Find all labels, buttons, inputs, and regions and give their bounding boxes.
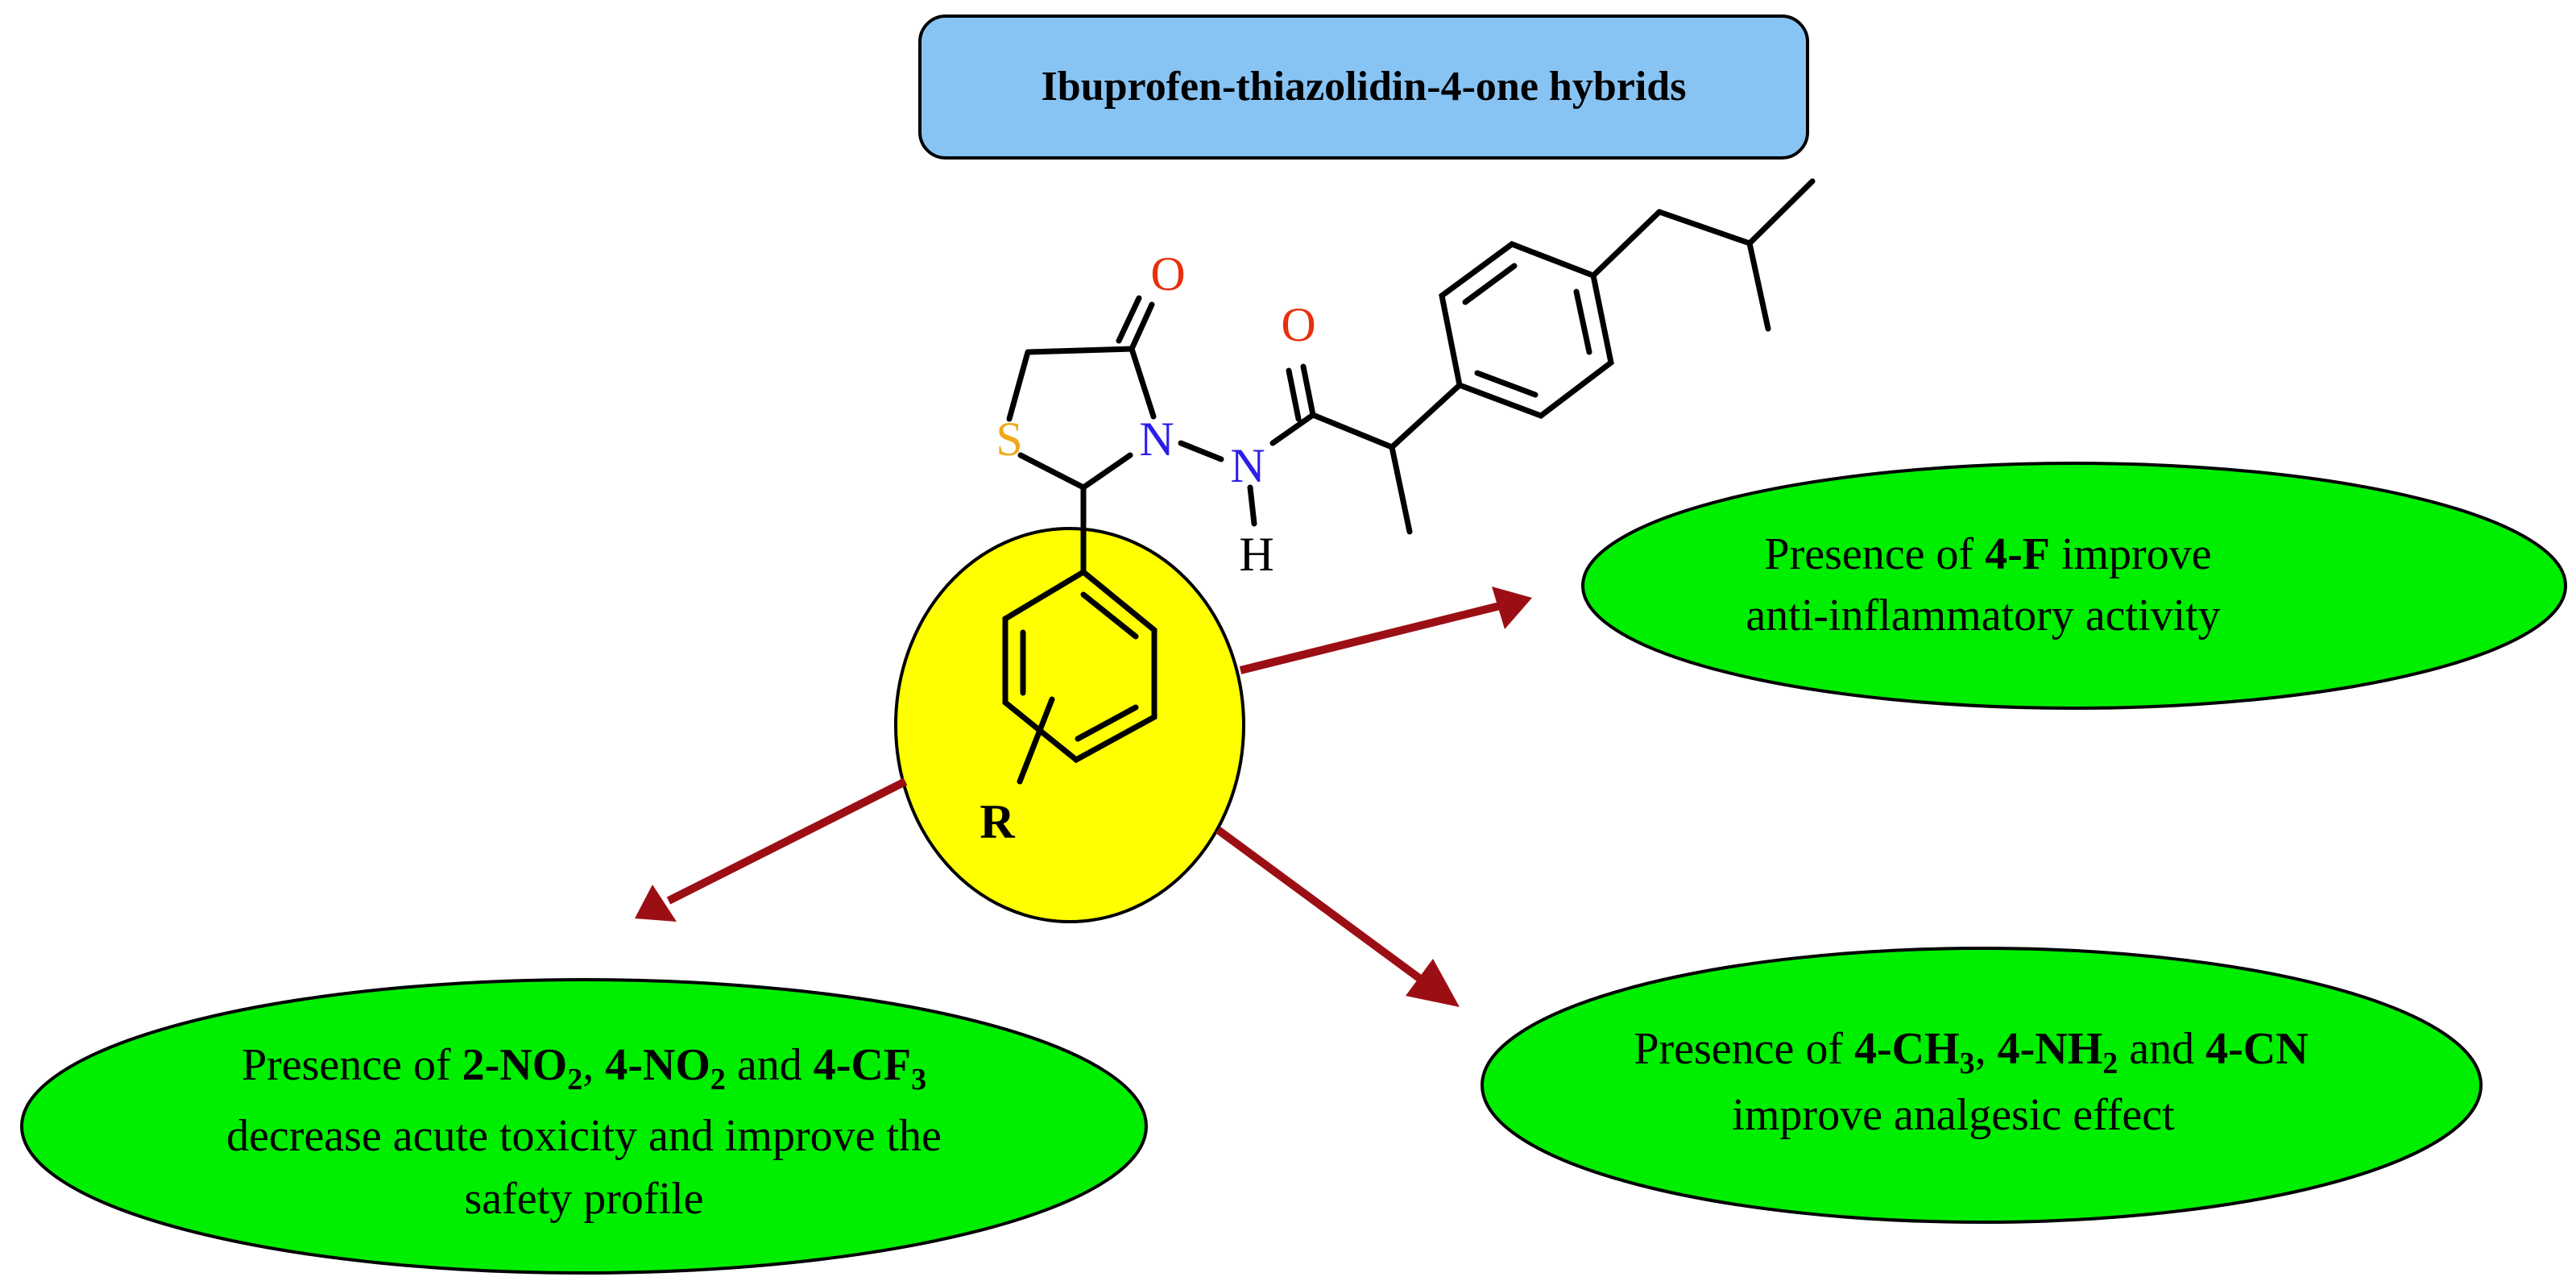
oxygen-label: O (1150, 247, 1185, 301)
ellipse-anti-inflammatory: Presence of 4-F improve anti-inflammator… (1581, 462, 2567, 710)
text-span-bold: 4-CH (1854, 1024, 1960, 1074)
title-box: Ibuprofen-thiazolidin-4-one hybrids (918, 15, 1809, 160)
hydrogen-label: H (1239, 528, 1274, 581)
bond (1656, 209, 1753, 247)
bond-inner (1573, 288, 1592, 355)
text-span-bold: 4-CF (814, 1040, 911, 1090)
text-subscript: 2 (567, 1063, 582, 1097)
ellipse-line-1: Presence of 4-CH3, 4-NH2 and 4-CN (1634, 1024, 2308, 1080)
ellipse-line-1: Presence of 2-NO2, 4-NO2 and 4-CF3 (242, 1040, 926, 1097)
ellipse-shape (1481, 947, 2483, 1224)
nitrogen-label: N (1139, 412, 1174, 466)
oxygen-label: O (1281, 298, 1315, 351)
text-span-bold: 4-NH (1998, 1024, 2103, 1074)
text-span-bold: 4-NO (605, 1040, 710, 1090)
arrow-shaft (1239, 602, 1501, 674)
text-span: and (2118, 1024, 2205, 1074)
r-group-label: R (979, 795, 1015, 848)
highlight-circle (894, 527, 1245, 923)
text-span: , (1975, 1024, 1998, 1074)
text-span: improve (2050, 529, 2212, 579)
ellipse-line-2: anti-inflammatory activity (1746, 591, 2220, 640)
text-span: Presence of (242, 1040, 462, 1090)
sulfur-label: S (996, 412, 1022, 466)
ellipse-line-1: Presence of 4-F improve (1764, 529, 2211, 579)
text-subscript: 2 (2102, 1047, 2118, 1080)
bond (1389, 444, 1413, 535)
bond-inner (1080, 591, 1139, 640)
title-text: Ibuprofen-thiazolidin-4-one hybrids (1042, 64, 1687, 110)
text-subscript: 2 (710, 1063, 726, 1097)
arrow-head (1406, 959, 1460, 1007)
bond-inner (1462, 263, 1518, 305)
ellipse-line-3: safety profile (465, 1174, 704, 1224)
arrow-shaft (1216, 826, 1428, 987)
arrow-head (635, 885, 677, 922)
bond-inner (1474, 370, 1539, 398)
bond (1746, 178, 1816, 247)
ellipse-toxicity: Presence of 2-NO2, 4-NO2 and 4-CF3 decre… (20, 978, 1148, 1275)
bond (1017, 696, 1055, 785)
bond (1178, 440, 1224, 462)
bond (1590, 209, 1663, 279)
nitrogen-label: N (1230, 439, 1265, 492)
bond (1247, 484, 1257, 527)
bond (1080, 452, 1133, 491)
bond (1129, 301, 1155, 352)
text-subscript: 3 (911, 1063, 926, 1097)
bond (1129, 346, 1157, 420)
ellipse-shape (20, 978, 1148, 1275)
text-span: Presence of (1634, 1024, 1854, 1074)
bond (1300, 363, 1316, 418)
ellipse-shape (1581, 462, 2567, 710)
text-span-bold: 4-CN (2205, 1024, 2309, 1074)
text-span: and (726, 1040, 814, 1090)
benzene-ring-bottom (1002, 568, 1158, 764)
text-span-bold: 4-F (1985, 529, 2050, 579)
molecule-structure (1002, 178, 1816, 785)
arrow-shaft (666, 777, 908, 905)
bond (1286, 367, 1302, 422)
bond (1746, 240, 1771, 332)
arrow-head (1492, 587, 1532, 629)
text-span-bold: 2-NO (462, 1040, 568, 1090)
text-subscript: 3 (1960, 1047, 1975, 1080)
ellipse-analgesic: Presence of 4-CH3, 4-NH2 and 4-CN improv… (1481, 947, 2483, 1224)
bond (1310, 412, 1395, 450)
ellipse-line-2: improve analgesic effect (1732, 1090, 2175, 1140)
bond-inner (1075, 704, 1139, 742)
ellipse-line-2: decrease acute toxicity and improve the (226, 1111, 942, 1161)
bond (1006, 349, 1031, 422)
bond (1025, 346, 1135, 355)
bond (1389, 382, 1463, 450)
atom-labels: O O S N N H R (979, 247, 1315, 848)
text-span: Presence of (1764, 529, 1985, 579)
bond (1116, 295, 1142, 344)
arrows (635, 587, 1532, 1007)
text-span: , (582, 1040, 605, 1090)
bond (1017, 452, 1087, 491)
bond (1269, 412, 1316, 446)
title-box-shape (918, 15, 1809, 160)
